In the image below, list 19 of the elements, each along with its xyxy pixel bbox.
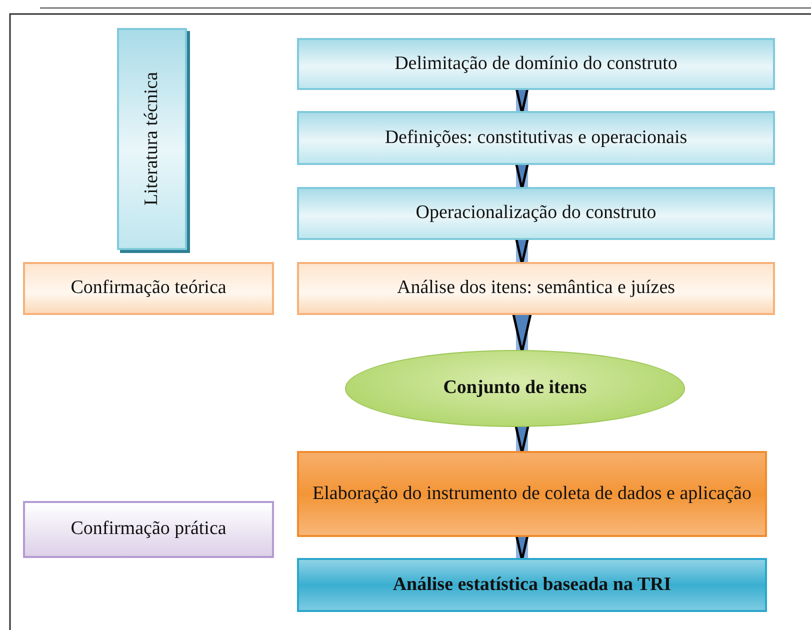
node-label: Análise estatística baseada na TRI	[392, 572, 672, 597]
process-box	[23, 501, 274, 558]
node-label: Análise dos itens: semântica e juízes	[396, 276, 676, 300]
process-box	[297, 111, 775, 165]
process-box	[297, 187, 775, 240]
node-label: Confirmação prática	[70, 517, 228, 542]
process-box	[297, 558, 767, 612]
process-box	[117, 28, 187, 250]
process-box	[297, 451, 767, 537]
node-label: Delimitação de domínio do construto	[394, 52, 678, 76]
node-label: Literatura técnica	[140, 72, 163, 206]
node-label: Elaboração do instrumento de coleta de dados e aplicação	[312, 482, 752, 506]
node-label: Confirmação teórica	[70, 276, 228, 300]
process-box	[23, 262, 274, 315]
process-box	[297, 262, 775, 315]
node-label: Operacionalização do construto	[414, 201, 658, 226]
node-label: Definições: constitutivas e operacionais	[384, 126, 688, 150]
node-label: Conjunto de itens	[442, 376, 588, 400]
process-box	[297, 38, 775, 90]
